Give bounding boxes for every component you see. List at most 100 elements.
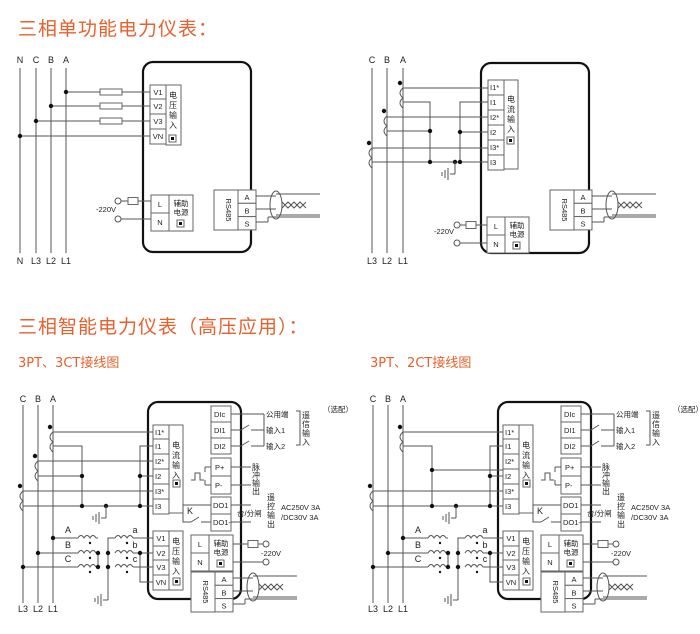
rs485-terminal-s (564, 598, 584, 613)
do-group-label: 输 (267, 510, 275, 520)
polarity-dot (438, 541, 442, 545)
twisted-pair-icon (617, 201, 643, 209)
phase-label-bottom: L3 (367, 256, 377, 266)
do-group-label: 出 (267, 519, 275, 529)
voltage-input-label: 压 (172, 547, 180, 556)
current-input-label: 流 (507, 104, 515, 114)
power-label: 电源 (174, 207, 189, 217)
do-rating-dc: /DC30V 3A (281, 513, 319, 522)
supply-voltage-label: -220V (261, 549, 281, 558)
current-terminal-label: I2* (490, 113, 499, 122)
current-terminal-label: I3 (490, 158, 496, 167)
current-terminal-label: I1 (155, 442, 161, 451)
pt-secondary-label: a (482, 525, 487, 535)
current-input-label: 入 (507, 125, 515, 134)
di-group-label: 入 (302, 438, 310, 447)
fuse-icon (127, 197, 139, 205)
voltage-terminal-label: V1 (156, 534, 165, 543)
junction-dot (367, 483, 373, 489)
pt-primary-label: A (65, 525, 71, 535)
power-terminal-label: N (157, 218, 162, 227)
current-label-box (168, 424, 184, 514)
pulse-terminal-label: P+ (565, 463, 575, 472)
voltage-label-box (165, 84, 182, 146)
current-terminal-label: I3* (490, 143, 499, 152)
do-group-label: 控 (267, 501, 275, 511)
current-terminal-label: I2 (490, 128, 496, 137)
current-terminal-label: I1 (490, 98, 496, 107)
power-terminal-label: L (198, 540, 202, 549)
rs485-terminal-label: B (244, 206, 249, 215)
fuse-icon (99, 117, 123, 125)
wire (139, 445, 153, 506)
junction-dot (427, 128, 433, 134)
junction-dot (487, 550, 493, 556)
voltage-terminal-label: V3 (506, 563, 515, 572)
pulse-output-label: 冲 (252, 470, 260, 480)
ct-coil-icon (399, 87, 404, 109)
current-label-box (503, 79, 519, 170)
rs485-label: RS485 (560, 199, 569, 222)
wire (489, 445, 503, 506)
di-terminal-label: DI2 (214, 442, 226, 451)
fuse-icon (597, 540, 609, 548)
di-terminal-label: DI1 (214, 426, 226, 435)
sealed-mark-icon-dot (569, 562, 572, 565)
di-group-label: 输 (652, 428, 660, 438)
do-terminal-label: DO1 (563, 501, 578, 510)
voltage-terminal-label: V2 (156, 549, 165, 558)
voltage-input-label: 入 (522, 567, 530, 576)
wire (489, 553, 503, 583)
power-terminal-label: L (548, 540, 552, 549)
cable-shield-icon (246, 572, 260, 602)
current-terminal-label: I1* (490, 83, 499, 92)
power-terminal-label: N (547, 558, 552, 567)
power-label: 辅助 (510, 220, 525, 230)
phase-label-bottom: L3 (31, 256, 41, 266)
junction-dot (445, 550, 451, 556)
rs485-terminal-label: B (571, 588, 576, 597)
group-bracket (646, 410, 651, 446)
current-terminal-label: I2* (505, 457, 514, 466)
junction-dot (457, 159, 463, 165)
current-input-label: 电 (507, 94, 515, 104)
rs485-label-box (540, 571, 566, 613)
terminal-circle-icon (453, 221, 461, 229)
voltage-terminal-label: V3 (156, 563, 165, 572)
pt-coil-icon (464, 535, 484, 539)
current-input-label: 输 (522, 460, 530, 470)
do-group-label: 输 (617, 510, 625, 520)
phase-label-top: C (370, 394, 377, 404)
power-label: 电源 (214, 547, 229, 557)
current-input-label: 入 (522, 471, 530, 480)
relay-label: K (187, 506, 193, 516)
pulse-output-label: 脉 (252, 462, 260, 472)
pulse-terminal-label: P+ (215, 463, 225, 472)
fuse-icon (99, 102, 123, 110)
rs485-terminal-label: B (221, 588, 226, 597)
wire (457, 537, 465, 598)
fuse-icon (99, 88, 123, 96)
power-terminal-label: N (493, 240, 498, 249)
voltage-terminal-label: V2 (153, 102, 162, 111)
junction-dot (455, 550, 461, 556)
do-group-label: 遥 (267, 492, 275, 502)
ct-coil-icon (369, 490, 374, 512)
sealed-mark-icon-dot (179, 222, 182, 225)
phase-label-top: C (20, 394, 27, 404)
voltage-terminal-label: V1 (153, 88, 162, 97)
voltage-terminal-label: V3 (153, 117, 162, 126)
voltage-input-label: 电 (522, 536, 530, 546)
phase-label-top: C (33, 55, 40, 65)
sealed-mark-icon-dot (171, 137, 174, 140)
wire (139, 553, 153, 583)
di-terminal-label: DI2 (564, 442, 576, 451)
di-terminal-label: DIc (564, 410, 576, 419)
current-input-label: 输 (172, 460, 180, 470)
sealed-mark-icon-dot (219, 562, 222, 565)
phase-label-bottom: L1 (398, 604, 408, 614)
current-terminal-label: I1 (505, 442, 511, 451)
polarity-dot (125, 570, 129, 574)
voltage-terminal-label: V1 (506, 534, 515, 543)
